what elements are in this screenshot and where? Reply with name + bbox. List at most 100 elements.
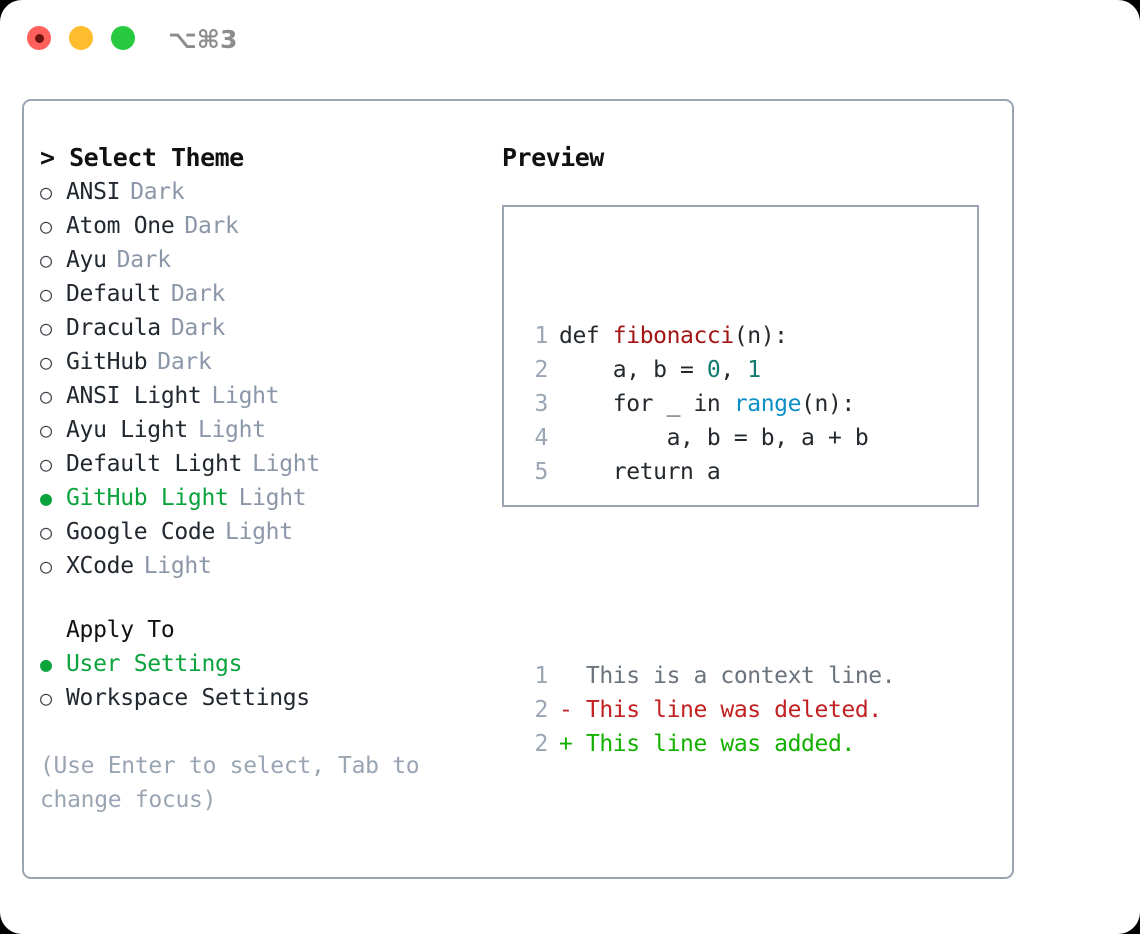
radio-unselected-icon: ○ xyxy=(40,554,52,578)
radio-unselected-icon: ○ xyxy=(40,248,52,272)
theme-option[interactable]: ○ Ayu Dark xyxy=(40,243,500,277)
apply-to-option-label: Workspace Settings xyxy=(66,685,310,711)
apply-to-heading: Apply To xyxy=(66,617,175,643)
keyboard-shortcut-label: ⌥⌘3 xyxy=(168,25,238,54)
code-token: (n): xyxy=(733,323,788,349)
apply-to-option[interactable]: ○ Workspace Settings xyxy=(40,681,500,715)
theme-variant-tag: Light xyxy=(197,417,266,443)
theme-variant-tag: Light xyxy=(211,383,280,409)
traffic-lights xyxy=(27,26,135,50)
code-token: a, b = xyxy=(559,357,707,383)
theme-option-label: Atom One xyxy=(66,213,175,239)
theme-option-label: Default xyxy=(66,281,161,307)
code-token: return a xyxy=(559,459,721,485)
theme-option-label: ANSI xyxy=(66,179,121,205)
theme-option[interactable]: ○ Dracula Dark xyxy=(40,311,500,345)
code-line-text: return a xyxy=(559,455,721,489)
code-line: 4 a, b = b, a + b xyxy=(522,421,895,455)
theme-variant-tag: Light xyxy=(252,451,320,477)
radio-unselected-icon: ○ xyxy=(40,384,52,408)
theme-variant-tag: Dark xyxy=(170,281,226,307)
line-number: 2 xyxy=(534,731,549,757)
theme-option[interactable]: ○ ANSI Light Light xyxy=(40,379,500,413)
radio-unselected-icon: ○ xyxy=(40,418,52,442)
diff-line: 2+ This line was added. xyxy=(522,727,895,761)
theme-option-label: Google Code xyxy=(66,519,216,545)
preview-pane: Preview xyxy=(502,141,1002,175)
theme-option-label: Dracula xyxy=(66,315,161,341)
line-number: 2 xyxy=(534,697,549,723)
theme-option[interactable]: ○ GitHub Dark xyxy=(40,345,500,379)
theme-option-label: Default Light xyxy=(66,451,243,477)
code-token: for _ in xyxy=(559,391,734,417)
keyboard-hint-text: (Use Enter to select, Tab to change focu… xyxy=(40,753,420,813)
theme-variant-tag: Dark xyxy=(184,213,239,239)
code-token: (n): xyxy=(801,391,855,417)
maximize-button[interactable] xyxy=(111,26,135,50)
code-line-text: def fibonacci(n): xyxy=(559,319,788,353)
close-button[interactable] xyxy=(27,26,51,50)
radio-unselected-icon: ○ xyxy=(40,214,52,238)
code-token: 1 xyxy=(747,357,761,383)
code-token: def xyxy=(559,323,613,349)
minimize-button[interactable] xyxy=(69,26,93,50)
radio-unselected-icon: ○ xyxy=(40,180,52,204)
theme-option-label: GitHub Light xyxy=(66,485,229,511)
diff-line-text: This line was added. xyxy=(572,731,855,757)
diff-marker xyxy=(559,659,572,693)
theme-variant-tag: Light xyxy=(238,485,307,511)
code-diff-spacer xyxy=(522,557,895,591)
line-number: 3 xyxy=(534,391,549,417)
line-number: 1 xyxy=(534,323,549,349)
line-number: 2 xyxy=(534,357,549,383)
apply-to-list: ● User Settings ○ Workspace Settings xyxy=(40,647,500,715)
diff-line: 1 This is a context line. xyxy=(522,659,896,693)
code-token: range xyxy=(733,391,802,417)
code-line: 1 def fibonacci(n): xyxy=(522,319,895,353)
line-number: 5 xyxy=(534,459,549,485)
code-token: a, b = b, a + b xyxy=(559,425,869,451)
apply-to-option-label: User Settings xyxy=(66,651,243,677)
apply-to-option[interactable]: ● User Settings xyxy=(40,647,500,681)
code-line: 3 for _ in range(n): xyxy=(522,387,895,421)
theme-option-label: GitHub xyxy=(66,349,148,375)
theme-variant-tag: Dark xyxy=(157,349,212,375)
radio-selected-icon: ● xyxy=(40,652,52,676)
diff-sample: 1 This is a context line.2- This line wa… xyxy=(522,659,896,761)
preview-heading: Preview xyxy=(502,143,604,172)
radio-unselected-icon: ○ xyxy=(40,520,52,544)
theme-option-label: ANSI Light xyxy=(66,383,202,409)
select-theme-heading: > Select Theme xyxy=(40,143,244,172)
code-token: , xyxy=(720,357,748,383)
theme-variant-tag: Dark xyxy=(170,315,226,341)
radio-unselected-icon: ○ xyxy=(40,350,52,374)
diff-line-text: This line was deleted. xyxy=(572,697,882,723)
title-bar: ⌥⌘3 xyxy=(0,0,1140,76)
theme-option-label: Ayu xyxy=(66,247,107,273)
line-number: 1 xyxy=(534,663,549,689)
radio-unselected-icon: ○ xyxy=(40,316,52,340)
code-line-text: for _ in range(n): xyxy=(559,387,855,421)
theme-variant-tag: Light xyxy=(143,553,212,579)
diff-marker: - xyxy=(559,697,573,723)
diff-line: 2- This line was deleted. xyxy=(522,693,895,727)
code-line: 2 a, b = 0, 1 xyxy=(522,353,895,387)
theme-option[interactable]: ○ Atom One Dark xyxy=(40,209,500,243)
theme-variant-tag: Dark xyxy=(116,247,172,273)
diff-line-text: This is a context line. xyxy=(572,663,896,689)
radio-unselected-icon: ○ xyxy=(40,686,52,710)
code-line-text: a, b = b, a + b xyxy=(559,421,869,455)
